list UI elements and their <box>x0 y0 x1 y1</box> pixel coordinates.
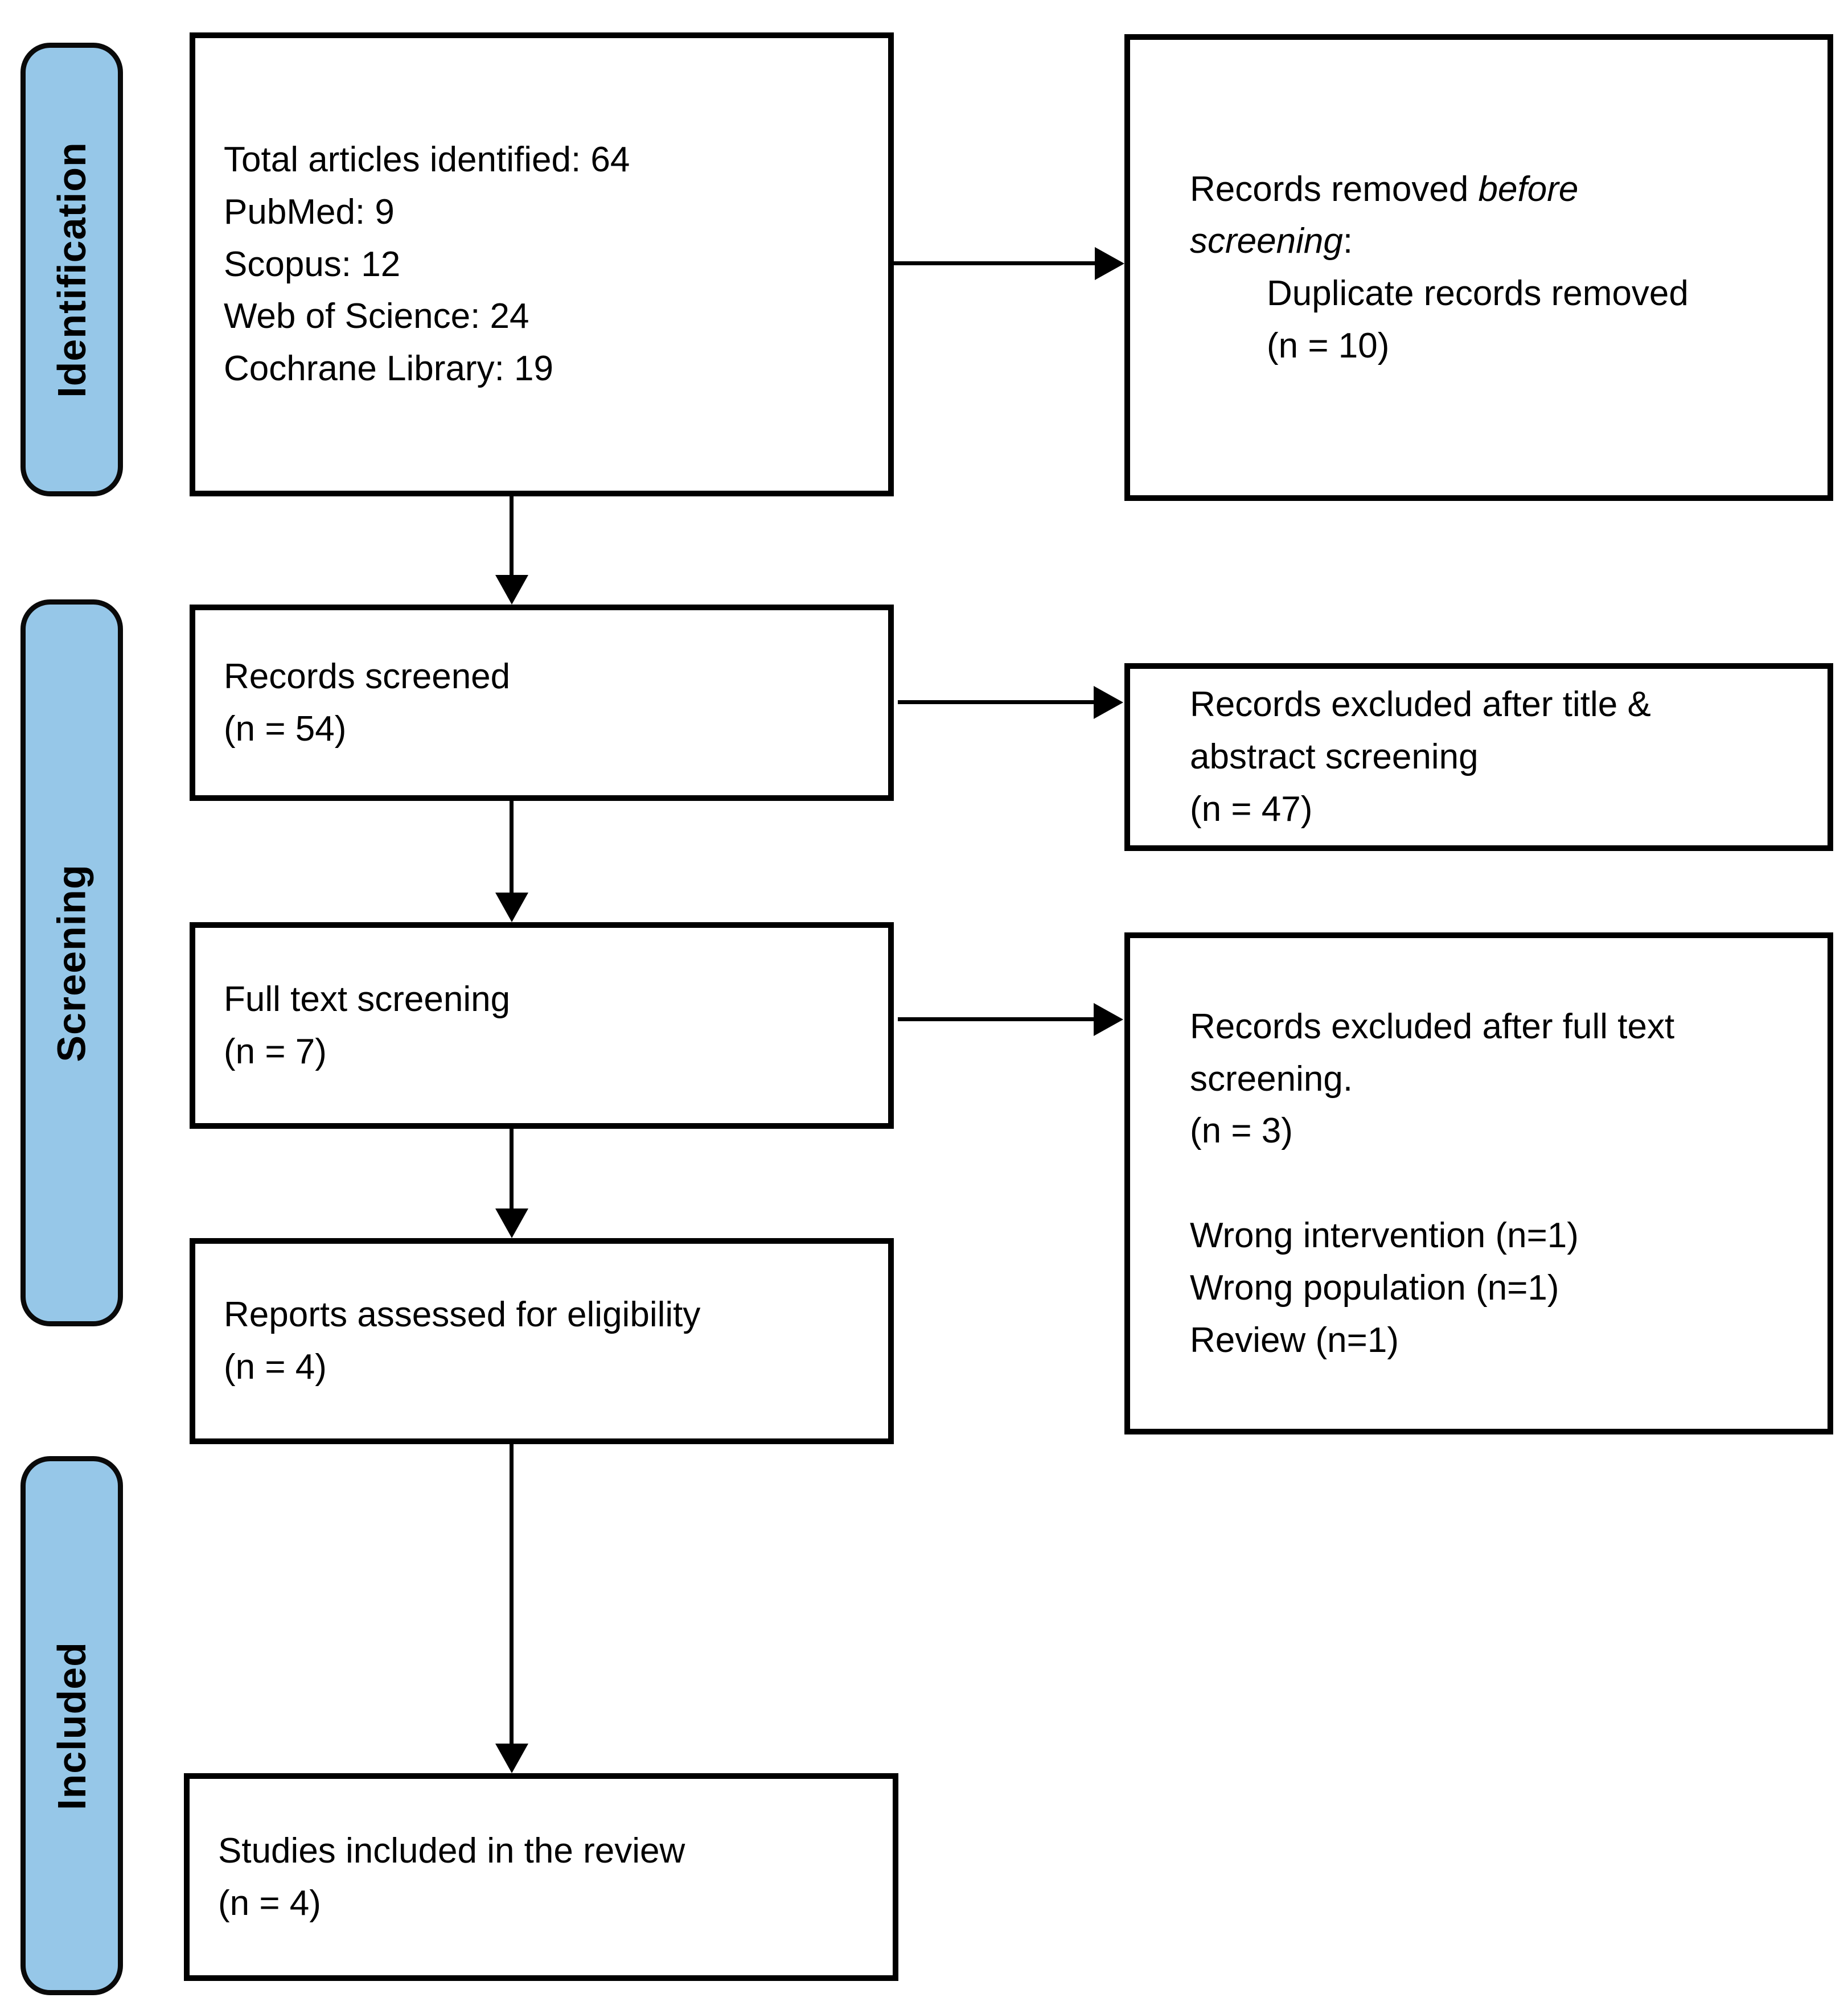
screened-title: Records screened <box>224 656 511 696</box>
stage-label-screening: Screening <box>50 864 95 1062</box>
arrow-identified-to-screened-line <box>510 496 514 576</box>
arrow-assessed-to-included-head <box>495 1744 528 1773</box>
included-title: Studies included in the review <box>218 1831 685 1871</box>
stage-bar-included: Included <box>20 1456 123 1995</box>
excluded-fulltext-line2: screening. <box>1190 1059 1353 1099</box>
arrow-identified-to-removed-line <box>894 261 1096 265</box>
removed-before-line2: screening: <box>1190 221 1353 261</box>
stage-bar-identification: Identification <box>20 43 123 496</box>
arrow-screened-to-excluded-head <box>1094 686 1123 719</box>
reason-wrong-population: Wrong population (n=1) <box>1190 1268 1559 1308</box>
screened-count: (n = 54) <box>224 709 347 749</box>
reason-review: Review (n=1) <box>1190 1320 1399 1360</box>
stage-bar-screening: Screening <box>20 599 123 1326</box>
duplicate-records-count: (n = 10) <box>1267 326 1390 365</box>
arrow-fulltext-to-excluded-head <box>1094 1003 1123 1036</box>
excluded-title-count: (n = 47) <box>1190 789 1313 829</box>
arrow-identified-to-screened-head <box>495 575 528 605</box>
assessed-count: (n = 4) <box>224 1347 327 1387</box>
identified-pubmed: PubMed: 9 <box>224 192 395 232</box>
excluded-title-line2: abstract screening <box>1190 737 1479 777</box>
excluded-fulltext-count: (n = 3) <box>1190 1111 1293 1151</box>
fulltext-title: Full text screening <box>224 979 511 1019</box>
arrow-screened-to-fulltext-line <box>510 801 514 894</box>
identified-total: Total articles identified: 64 <box>224 140 630 180</box>
box-records-screened: Records screened (n = 54) <box>190 605 894 801</box>
arrow-assessed-to-included-line <box>510 1444 514 1745</box>
arrow-screened-to-excluded-line <box>898 700 1095 704</box>
arrow-screened-to-fulltext-head <box>495 893 528 922</box>
duplicate-records-removed: Duplicate records removed <box>1267 274 1689 313</box>
stage-label-included: Included <box>50 1641 95 1810</box>
box-reports-assessed: Reports assessed for eligibility (n = 4) <box>190 1238 894 1444</box>
identified-scopus: Scopus: 12 <box>224 244 401 284</box>
excluded-fulltext-line1: Records excluded after full text <box>1190 1006 1675 1046</box>
box-excluded-fulltext: Records excluded after full text screeni… <box>1124 932 1833 1434</box>
arrow-fulltext-to-assessed-line <box>510 1129 514 1210</box>
box-records-removed-before-screening: Records removed before screening: Duplic… <box>1124 34 1833 501</box>
box-studies-included: Studies included in the review (n = 4) <box>184 1773 898 1981</box>
removed-before-line1: Records removed before <box>1190 169 1579 209</box>
fulltext-count: (n = 7) <box>224 1031 327 1071</box>
excluded-title-line1: Records excluded after title & <box>1190 685 1651 725</box>
identified-cochrane: Cochrane Library: 19 <box>224 349 553 389</box>
box-fulltext-screening: Full text screening (n = 7) <box>190 922 894 1129</box>
arrow-identified-to-removed-head <box>1095 247 1124 280</box>
arrow-fulltext-to-excluded-line <box>898 1017 1095 1021</box>
assessed-title: Reports assessed for eligibility <box>224 1295 701 1335</box>
reason-wrong-intervention: Wrong intervention (n=1) <box>1190 1216 1579 1255</box>
blank-line <box>1190 1157 1805 1210</box>
arrow-fulltext-to-assessed-head <box>495 1208 528 1238</box>
included-count: (n = 4) <box>218 1883 321 1923</box>
box-records-identified: Total articles identified: 64 PubMed: 9 … <box>190 32 894 496</box>
identified-web-of-science: Web of Science: 24 <box>224 297 529 336</box>
stage-label-identification: Identification <box>50 141 94 398</box>
box-excluded-title-abstract: Records excluded after title & abstract … <box>1124 663 1833 851</box>
